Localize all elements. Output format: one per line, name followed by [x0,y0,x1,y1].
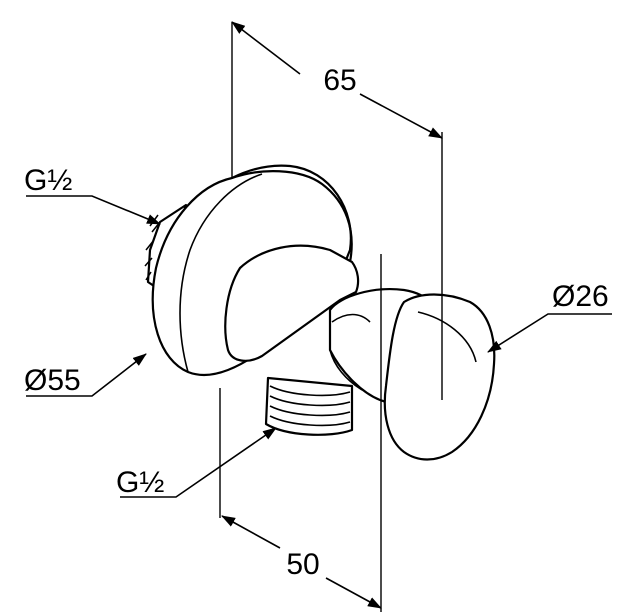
label-dia-55: Ø55 [24,364,81,397]
bottom-thread-connector [264,376,354,436]
extension-lines [219,22,443,612]
dim-line-50-a [221,515,281,549]
outlet-body [144,164,496,461]
leader-thread-bottom [120,427,277,498]
outlet-arm [224,244,360,362]
dimension-lines [26,21,612,609]
dim-line-65-b [359,93,443,139]
label-thread-bottom: G½ [116,466,164,499]
label-dia-26: Ø26 [552,280,609,313]
leader-dia-55 [26,353,147,397]
leader-thread-top [26,195,161,225]
dim-line-50-b [325,577,382,609]
label-65: 65 [323,64,356,97]
label-50: 50 [286,548,319,581]
leader-dia-26 [487,313,612,353]
end-cap [383,293,496,461]
dim-line-65-a [231,21,301,75]
label-thread-top: G½ [24,164,72,197]
